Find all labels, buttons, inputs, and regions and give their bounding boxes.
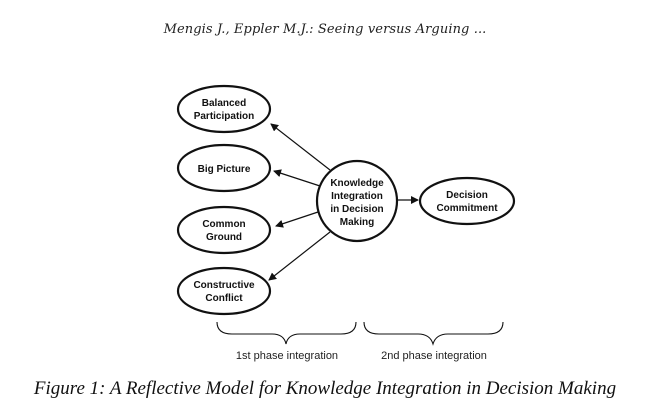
arrow-to-constructive-conflict xyxy=(268,231,331,281)
knowledge-integration-line-2: Integration xyxy=(331,191,383,202)
big-picture-label: Big Picture xyxy=(198,164,251,175)
node-decision-commitment: Decision Commitment xyxy=(418,176,516,226)
running-header: Mengis J., Eppler M.J.: Seeing versus Ar… xyxy=(163,22,487,37)
node-balanced-participation: Balanced Participation xyxy=(176,84,272,134)
second-phase-brace xyxy=(363,321,504,346)
arrow-to-balanced-participation xyxy=(270,123,331,171)
node-knowledge-integration: Knowledge Integration in Decision Making xyxy=(315,159,399,243)
arrow-to-big-picture xyxy=(273,169,321,187)
constructive-conflict-line-2: Conflict xyxy=(205,293,243,304)
node-common-ground: Common Ground xyxy=(176,205,272,255)
balanced-participation-line-1: Balanced xyxy=(202,98,246,109)
decision-commitment-line-1: Decision xyxy=(446,190,488,201)
arrow-to-common-ground xyxy=(275,211,319,228)
knowledge-integration-line-4: Making xyxy=(340,217,374,228)
knowledge-integration-line-3: in Decision xyxy=(330,204,383,215)
first-phase-brace xyxy=(216,321,357,345)
first-phase-label: 1st phase integration xyxy=(236,350,338,362)
common-ground-line-1: Common xyxy=(202,219,245,230)
constructive-conflict-line-1: Constructive xyxy=(193,280,255,291)
common-ground-line-2: Ground xyxy=(206,232,242,243)
knowledge-integration-line-1: Knowledge xyxy=(330,178,384,189)
node-big-picture: Big Picture xyxy=(176,143,272,193)
balanced-participation-line-2: Participation xyxy=(194,111,255,122)
decision-commitment-line-2: Commitment xyxy=(436,203,498,214)
node-constructive-conflict: Constructive Conflict xyxy=(176,266,272,316)
second-phase-label: 2nd phase integration xyxy=(381,350,487,362)
figure-caption: Figure 1: A Reflective Model for Knowled… xyxy=(33,378,617,399)
